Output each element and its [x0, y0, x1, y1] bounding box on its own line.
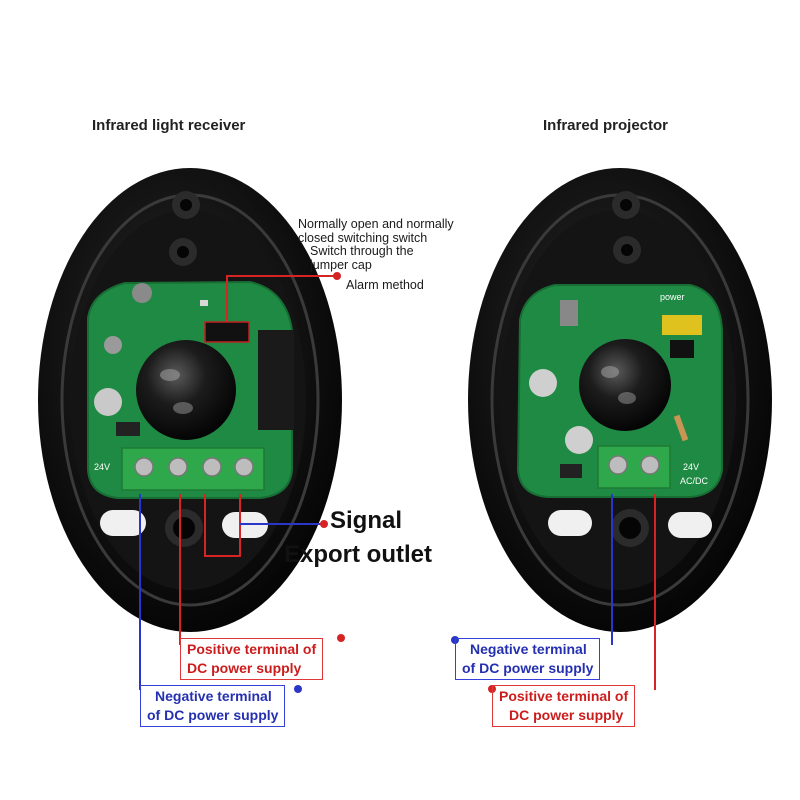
receiver-negative-line1: Negative terminal — [155, 688, 272, 704]
switch-note-line3: Switch through the — [310, 244, 414, 258]
projector-negative-line2: of DC power supply — [462, 660, 594, 676]
projector-title: Infrared projector — [543, 117, 669, 134]
receiver-annotation-lines — [139, 272, 345, 693]
projector-negative-callout: Negative terminal of DC power supply — [455, 638, 601, 680]
receiver-title: Infrared light receiver — [92, 117, 246, 134]
receiver-negative-callout: Negative terminal of DC power supply — [140, 685, 286, 727]
receiver-positive-line2: DC power supply — [187, 660, 302, 676]
projector-voltage-label: 24V — [683, 462, 699, 472]
projector-acdc-label: AC/DC — [680, 476, 709, 486]
receiver-voltage-label: 24V — [94, 462, 110, 472]
switch-note-line2: closed switching switch — [298, 231, 428, 245]
projector-positive-line2: DC power supply — [509, 707, 624, 723]
signal-label: Signal — [330, 507, 403, 534]
projector-positive-line1: Positive terminal of — [499, 688, 629, 704]
receiver-positive-callout: Positive terminal of DC power supply — [180, 638, 324, 680]
export-outlet-label: Export outlet — [284, 541, 432, 568]
projector-power-label: power — [660, 292, 685, 302]
alarm-method-label: Alarm method — [346, 278, 424, 292]
receiver-pcb: 24V — [87, 280, 294, 499]
projector-negative-line1: Negative terminal — [470, 641, 587, 657]
receiver-positive-line1: Positive terminal of — [187, 641, 317, 657]
switch-note-line4: jumper cap — [310, 258, 372, 272]
projector-positive-callout: Positive terminal of DC power supply — [492, 685, 636, 727]
receiver-negative-line2: of DC power supply — [147, 707, 279, 723]
projector-annotation-lines — [451, 494, 656, 693]
projector-pcb: power 24V AC/DC — [516, 284, 723, 498]
switch-note-line1: Normally open and normally — [298, 217, 454, 231]
